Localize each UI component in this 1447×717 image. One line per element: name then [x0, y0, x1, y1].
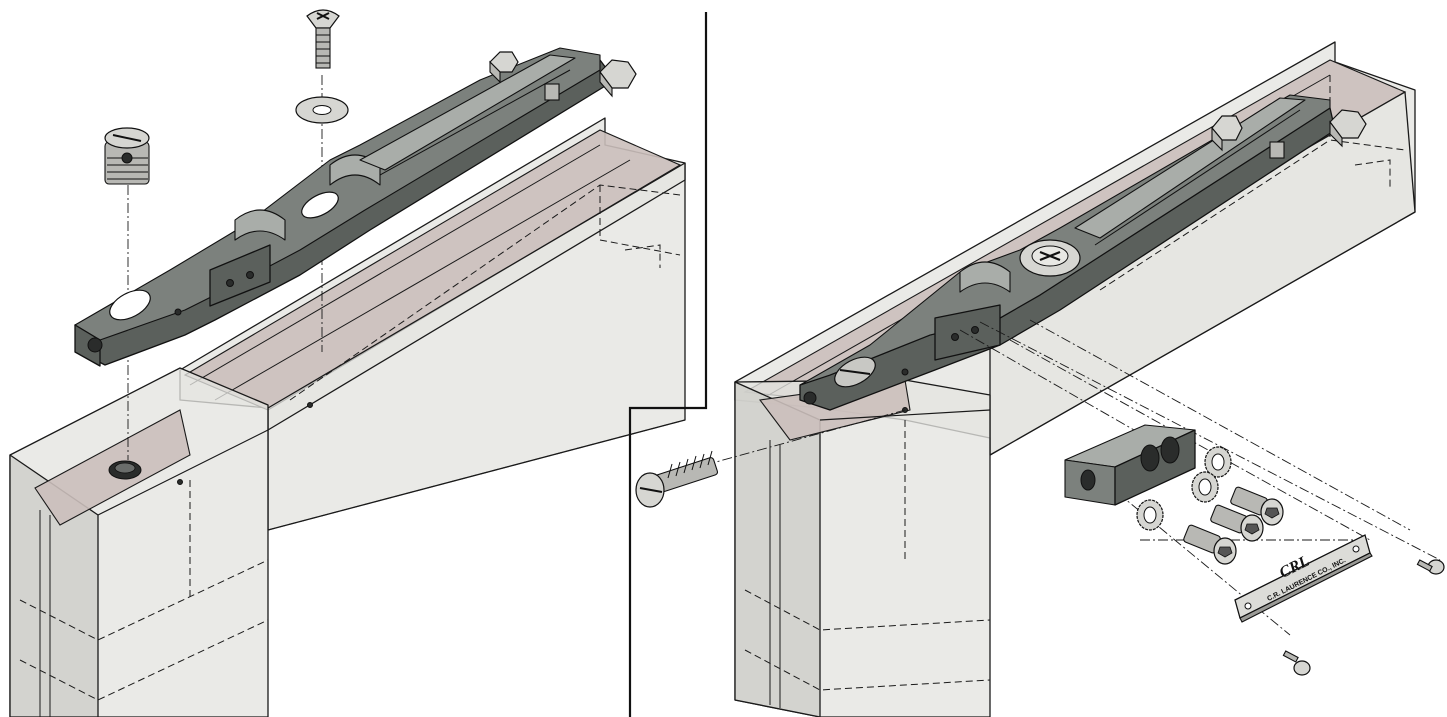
right-socket-screw-2: [1210, 504, 1264, 542]
right-lock-washer-3: [1136, 499, 1164, 531]
right-axis-block-4: [1029, 319, 1411, 531]
left-threaded-set-screw: [104, 127, 150, 185]
left-flat-head-screw: [306, 9, 340, 69]
left-hex-bolt-back: [489, 51, 519, 84]
left-view: [9, 9, 708, 717]
right-plate-screw-top: [1416, 559, 1445, 575]
right-lock-washer-1: [1204, 446, 1232, 478]
left-rear-channel-body: [179, 117, 686, 531]
view-divider: [628, 12, 708, 717]
right-hex-bolt-back: [1211, 115, 1243, 152]
left-front-end-block: [9, 367, 269, 717]
right-plate-screw-bottom: [1282, 650, 1311, 676]
right-cover-plate: CRL C.R. LAURENCE CO., INC.: [1234, 534, 1373, 623]
right-axis-side-screw: [704, 409, 906, 466]
right-pivot-arm: [799, 94, 1336, 411]
left-hex-bolt-front: [544, 59, 637, 101]
right-spacer-block: [1064, 424, 1196, 506]
right-front-end-block: [734, 379, 991, 717]
right-axis-block-2: [979, 321, 1441, 561]
right-flat-head-screw-installed: [1019, 239, 1081, 277]
left-pivot-arm: [74, 47, 616, 367]
right-hex-bolt-front: [1269, 109, 1367, 159]
right-lock-washer-2: [1191, 471, 1219, 503]
right-side-slotted-screw: [635, 450, 719, 508]
right-view: CRL C.R. LAURENCE CO., INC.: [635, 41, 1445, 717]
right-socket-screw-3: [1183, 524, 1237, 565]
left-washer: [295, 96, 349, 124]
right-socket-screw-1: [1230, 486, 1284, 526]
